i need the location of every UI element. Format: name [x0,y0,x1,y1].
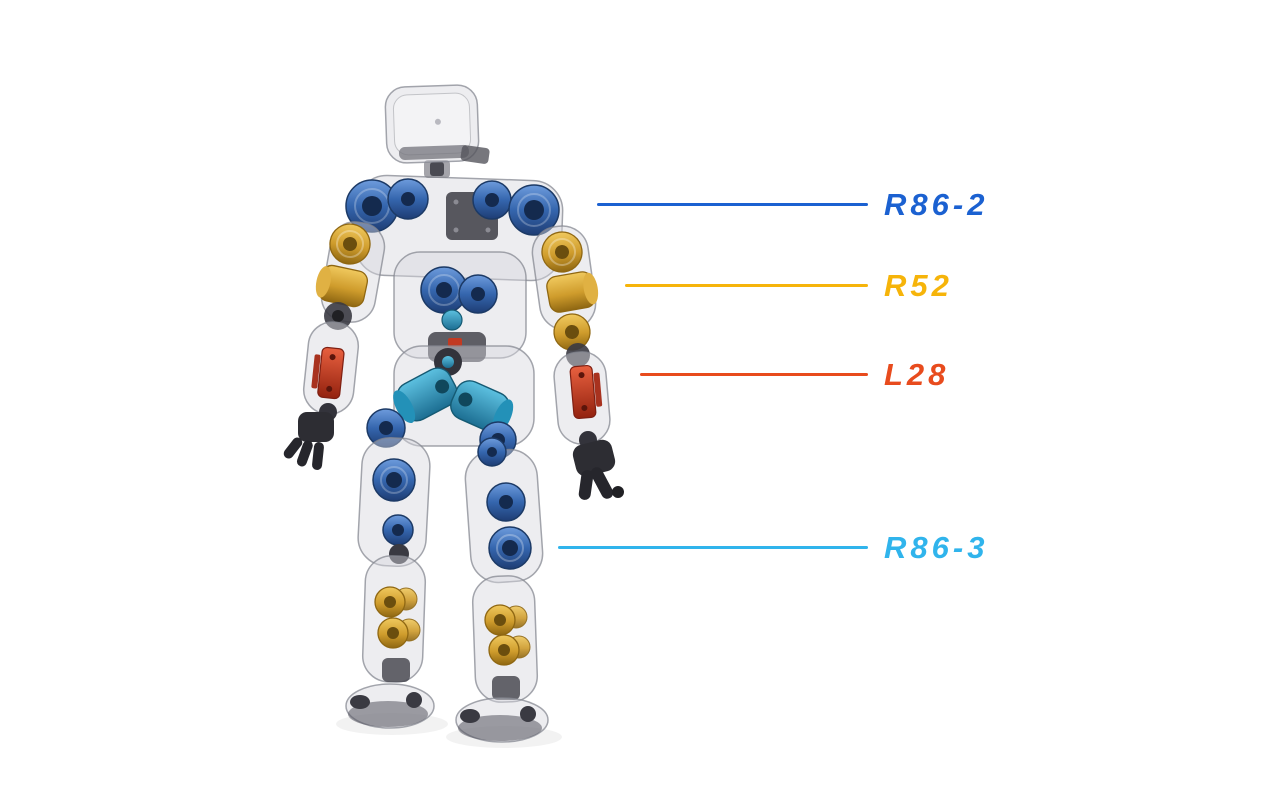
lower-elbow-actuator-right [553,313,591,351]
upper-arm-actuator-right [541,231,583,273]
forearm-actuator-left [311,346,345,400]
callout-label-r52: R52 [884,268,953,303]
callout-line-r86-2 [597,203,868,206]
robot-left-arm [283,221,386,470]
robot-right-arm [531,225,624,500]
knee-actuator [488,526,532,570]
callout-label-l28: L28 [884,357,950,392]
robot-head [384,84,490,164]
callout-label-r86-2: R86-2 [884,187,989,222]
robot-left-leg [345,436,435,729]
callout-label-r86-3: R86-3 [884,530,989,565]
robot-illustration [283,84,624,748]
shoulder-actuator-left [345,178,429,233]
forearm-actuator-right [569,364,603,420]
shoulder-actuator-right [472,180,560,236]
hip-actuator-right [450,380,514,433]
robot-right-leg [455,437,549,743]
callout-line-l28 [640,373,868,376]
hip-actuator-left [393,367,458,424]
robot-neck [424,160,450,178]
callout-line-r52 [625,284,868,287]
elbow-actuator-left [315,264,369,308]
left-hand [283,412,334,470]
right-hand [572,439,624,500]
upper-arm-actuator-left [329,223,371,265]
callout-line-r86-3 [558,546,868,549]
robot-pelvis [366,345,535,459]
torso-mid-actuator [420,266,498,331]
elbow-actuator-right [546,271,599,313]
